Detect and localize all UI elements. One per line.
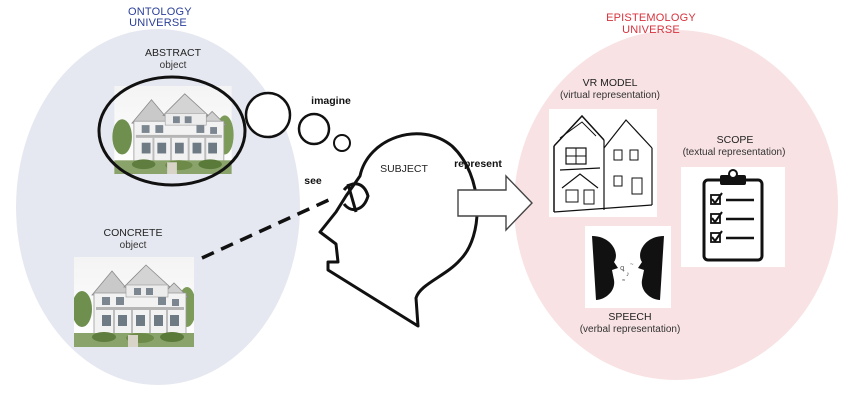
concrete-house-photo xyxy=(74,257,194,347)
vr-model-label: VR MODEL xyxy=(582,77,638,89)
represent-arrow-icon xyxy=(457,174,533,232)
subject-head xyxy=(318,132,479,328)
see-sightline xyxy=(201,196,334,260)
epistemology-title-line2: UNIVERSE xyxy=(622,24,680,36)
speech-sublabel: (verbal representation) xyxy=(579,324,681,335)
concrete-label: CONCRETE xyxy=(103,227,163,239)
scope-sublabel: (textual representation) xyxy=(682,147,786,158)
svg-text:≈: ≈ xyxy=(622,278,626,284)
svg-text:ꝗ: ꝗ xyxy=(620,265,625,272)
scope-label: SCOPE xyxy=(716,134,754,146)
subject-label: SUBJECT xyxy=(380,163,428,175)
subject-eye-pupil xyxy=(346,183,358,213)
see-label: see xyxy=(304,175,322,187)
thought-bubble-large xyxy=(244,91,292,139)
vr-model-sublabel: (virtual representation) xyxy=(559,90,661,101)
imagine-label: imagine xyxy=(311,95,351,107)
concrete-sublabel: object xyxy=(119,240,147,251)
subject-eye-icon xyxy=(342,182,370,212)
vr-model-sketch xyxy=(549,109,657,217)
represent-label: represent xyxy=(454,158,502,170)
epistemology-title-line1: EPISTEMOLOGY xyxy=(606,12,696,24)
abstract-sublabel: object xyxy=(159,60,187,71)
abstract-thought-oval xyxy=(97,75,247,187)
ontology-title-line2: UNIVERSE xyxy=(129,17,187,29)
speech-faces-icon: ꝗ ♪ ~ ≈ xyxy=(585,226,671,308)
scope-clipboard-icon xyxy=(681,167,785,267)
ontology-title-line1: ONTOLOGY xyxy=(128,6,192,18)
svg-text:~: ~ xyxy=(630,262,634,268)
thought-bubble-medium xyxy=(297,112,331,146)
svg-text:♪: ♪ xyxy=(626,271,630,278)
speech-label: SPEECH xyxy=(608,311,652,323)
abstract-label: ABSTRACT xyxy=(144,47,201,59)
thought-bubble-small xyxy=(333,134,351,152)
abstract-house-photo xyxy=(111,86,235,174)
